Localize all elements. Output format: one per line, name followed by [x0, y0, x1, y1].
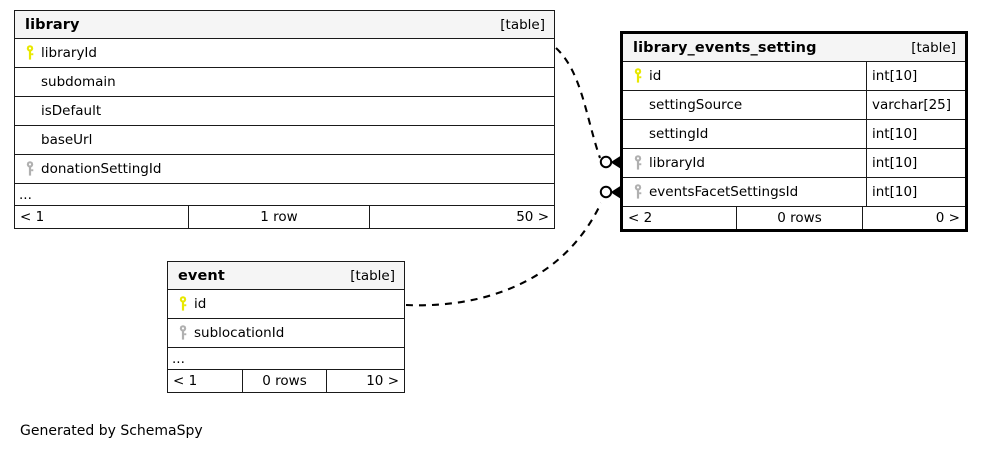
footer-row-count: 0 rows [242, 370, 327, 392]
more-columns-marker: ... [172, 350, 185, 367]
table-header-library-events-setting: library_events_setting [table] [623, 34, 965, 62]
table-footer-library: < 1 1 row 50 > [15, 206, 554, 228]
no-key-icon [21, 101, 39, 121]
primary-key-icon [21, 43, 39, 63]
column-name-cell: settingId [623, 120, 866, 148]
footer-parents-count[interactable]: < 1 [173, 373, 198, 389]
primary-key-icon [174, 294, 192, 314]
column-name-cell: id [623, 62, 866, 90]
column-name-cell: sublocationId [168, 319, 404, 347]
no-key-icon [629, 95, 647, 115]
column-row-id[interactable]: id [168, 290, 404, 319]
footer-parents-count[interactable]: < 2 [628, 210, 653, 226]
column-name-cell: eventsFacetSettingsId [623, 178, 866, 206]
column-name-cell: libraryId [15, 39, 554, 67]
table-tag-library: [table] [500, 16, 545, 33]
column-row-libraryid[interactable]: libraryId int[10] [623, 149, 965, 178]
column-label: settingId [649, 126, 709, 142]
footer-row-count: 0 rows [736, 207, 863, 229]
column-type: varchar[25] [866, 91, 965, 119]
more-columns-marker: ... [19, 186, 32, 203]
column-name-cell: settingSource [623, 91, 866, 119]
column-label: id [649, 68, 662, 84]
column-name-cell: isDefault [15, 97, 554, 125]
no-key-icon [629, 124, 647, 144]
column-label: donationSettingId [41, 161, 162, 177]
table-title-event: event [178, 267, 225, 284]
column-type: int[10] [866, 120, 965, 148]
column-name-cell: subdomain [15, 68, 554, 96]
column-row-settingid[interactable]: settingId int[10] [623, 120, 965, 149]
column-type: int[10] [866, 62, 965, 90]
table-footer-event: < 1 0 rows 10 > [168, 370, 404, 392]
column-row-isdefault[interactable]: isDefault [15, 97, 554, 126]
cardinality-zero-marker [599, 155, 613, 169]
table-header-event: event [table] [168, 262, 404, 290]
column-label: isDefault [41, 103, 102, 119]
table-node-event[interactable]: event [table] id [167, 261, 405, 393]
primary-key-icon [629, 66, 647, 86]
foreign-key-icon [629, 153, 647, 173]
column-label: settingSource [649, 97, 743, 113]
column-row-subdomain[interactable]: subdomain [15, 68, 554, 97]
column-row-id[interactable]: id int[10] [623, 62, 965, 91]
column-row-donationsettingid[interactable]: donationSettingId [15, 155, 554, 184]
column-label: libraryId [649, 155, 705, 171]
footer-row-count: 1 row [188, 206, 370, 228]
footer-children-count[interactable]: 10 > [366, 373, 399, 389]
column-row-libraryid[interactable]: libraryId [15, 39, 554, 68]
generated-by-note: Generated by SchemaSpy [20, 423, 203, 439]
column-name-cell: donationSettingId [15, 155, 554, 183]
more-columns-row[interactable]: ... [15, 184, 554, 206]
column-name-cell: id [168, 290, 404, 318]
column-type: int[10] [866, 178, 965, 206]
foreign-key-icon [174, 323, 192, 343]
footer-parents-count[interactable]: < 1 [20, 209, 45, 225]
column-label: libraryId [41, 45, 97, 61]
column-label: baseUrl [41, 132, 93, 148]
column-row-eventsfacetsettingsid[interactable]: eventsFacetSettingsId int[10] [623, 178, 965, 207]
table-title-library: library [25, 16, 80, 33]
table-node-library[interactable]: library [table] libraryId subdomai [14, 10, 555, 229]
table-tag-event: [table] [350, 267, 395, 284]
footer-children-count[interactable]: 0 > [935, 210, 960, 226]
column-name-cell: libraryId [623, 149, 866, 177]
column-label: subdomain [41, 74, 116, 90]
foreign-key-icon [21, 159, 39, 179]
no-key-icon [21, 72, 39, 92]
column-label: eventsFacetSettingsId [649, 184, 799, 200]
relationship-library-to-library-events-setting [555, 47, 623, 170]
more-columns-row[interactable]: ... [168, 348, 404, 370]
foreign-key-icon [629, 182, 647, 202]
cardinality-zero-marker [599, 185, 613, 199]
table-tag-library-events-setting: [table] [911, 39, 956, 56]
column-label: sublocationId [194, 325, 285, 341]
column-type: int[10] [866, 149, 965, 177]
relationship-line [555, 47, 601, 159]
table-title-library-events-setting: library_events_setting [633, 39, 817, 56]
column-row-sublocationid[interactable]: sublocationId [168, 319, 404, 348]
no-key-icon [21, 130, 39, 150]
column-row-settingsource[interactable]: settingSource varchar[25] [623, 91, 965, 120]
table-header-library: library [table] [15, 11, 554, 39]
column-row-baseurl[interactable]: baseUrl [15, 126, 554, 155]
column-label: id [194, 296, 207, 312]
column-name-cell: baseUrl [15, 126, 554, 154]
table-footer-library-events-setting: < 2 0 rows 0 > [623, 207, 965, 229]
footer-children-count[interactable]: 50 > [516, 209, 549, 225]
table-node-library-events-setting[interactable]: library_events_setting [table] id int[10… [620, 31, 968, 232]
